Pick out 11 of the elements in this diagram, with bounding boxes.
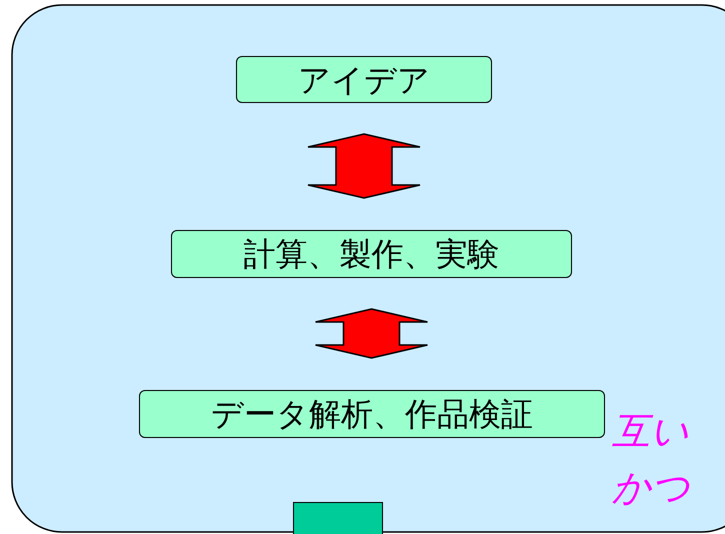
box-label: データ解析、作品検証 [211, 398, 533, 430]
process-box [171, 230, 572, 278]
double-arrow [307, 133, 421, 199]
box-label: 計算、製作、実験 [244, 238, 500, 270]
process-box [139, 390, 605, 438]
double-arrow [314, 308, 428, 359]
process-box [236, 56, 492, 103]
note-text: 互い [612, 412, 689, 450]
note-text: かつ [612, 468, 690, 506]
block-shape [293, 502, 383, 534]
box-label: アイデア [298, 64, 430, 96]
